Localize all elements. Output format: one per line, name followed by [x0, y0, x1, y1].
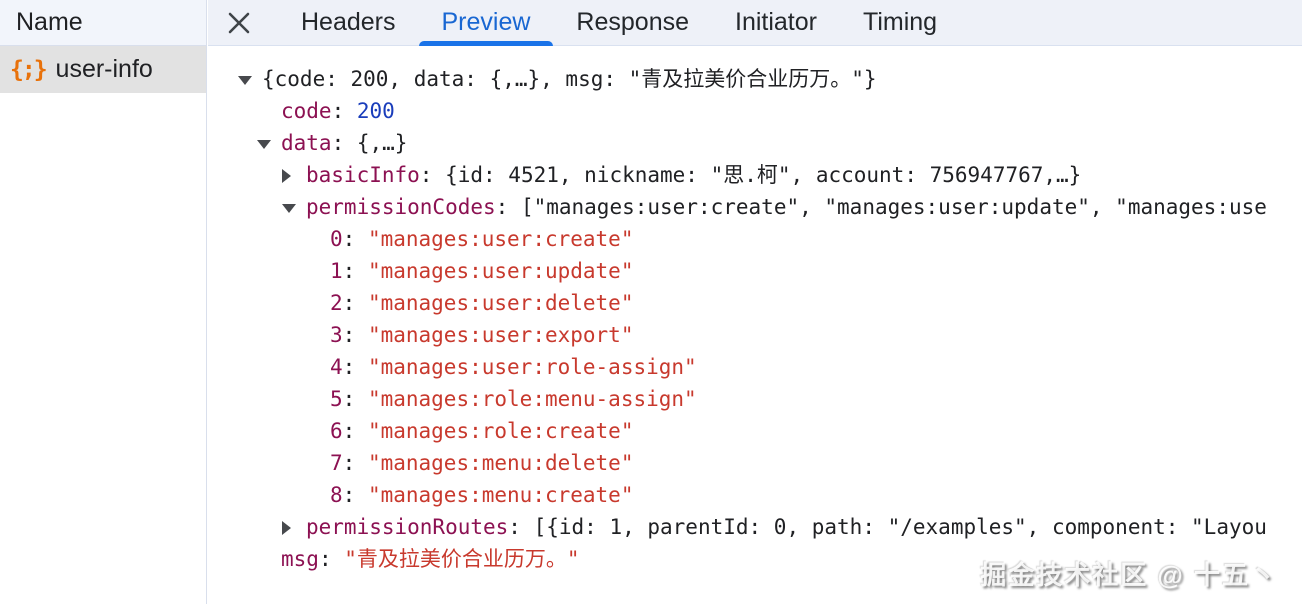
- json-preview-text: :: [342, 483, 368, 507]
- json-preview-text: :: [342, 355, 368, 379]
- tab-timing-label: Timing: [862, 8, 938, 36]
- json-braces-icon: {;}: [10, 56, 48, 83]
- json-value-string: "manages:user:create": [367, 227, 634, 251]
- tree-row[interactable]: 3: "manages:user:export": [208, 319, 1302, 351]
- json-key: 1: [330, 259, 343, 283]
- close-icon: [228, 12, 250, 33]
- name-column-header[interactable]: Name: [0, 0, 206, 46]
- json-key: permissionCodes: [306, 195, 496, 219]
- tab-preview-label: Preview: [441, 8, 531, 36]
- json-preview-text: [{id: 1, parentId: 0, path: "/examples",…: [533, 515, 1267, 539]
- json-key: 3: [330, 323, 343, 347]
- tree-row[interactable]: basicInfo: {id: 4521, nickname: "思.柯", a…: [208, 159, 1302, 191]
- tab-response[interactable]: Response: [553, 0, 712, 45]
- json-preview-text: :: [342, 259, 368, 283]
- json-preview-text: {code: 200, data: {,…}, msg: "青及拉美价合业历万。…: [262, 67, 877, 91]
- tree-row[interactable]: 5: "manages:role:menu-assign": [208, 383, 1302, 415]
- json-key: 6: [330, 419, 343, 443]
- request-row-user-info[interactable]: {;} user-info: [0, 46, 206, 93]
- tab-headers-label: Headers: [301, 8, 396, 36]
- json-key: basicInfo: [306, 163, 420, 187]
- tree-row[interactable]: msg: "青及拉美价合业历万。": [208, 543, 1302, 575]
- tab-headers[interactable]: Headers: [278, 0, 419, 45]
- active-tab-underline: [418, 41, 554, 46]
- name-column-label: Name: [16, 8, 83, 36]
- json-preview-text: :: [342, 227, 368, 251]
- detail-tabbar: Headers Preview Response Initiator Timin…: [208, 0, 1302, 46]
- json-preview-tree: {code: 200, data: {,…}, msg: "青及拉美价合业历万。…: [208, 47, 1302, 604]
- json-key: 8: [330, 483, 343, 507]
- json-value-string: "manages:role:menu-assign": [367, 387, 697, 411]
- json-key: 7: [330, 451, 343, 475]
- json-preview-text: :: [318, 547, 345, 571]
- caret-right-icon[interactable]: [282, 159, 306, 191]
- tree-row[interactable]: 6: "manages:role:create": [208, 415, 1302, 447]
- tree-row[interactable]: data: {,…}: [208, 127, 1302, 159]
- json-preview-text: {,…}: [356, 131, 408, 155]
- tab-timing[interactable]: Timing: [840, 0, 960, 45]
- json-key: 0: [330, 227, 343, 251]
- tree-row[interactable]: code: 200: [208, 95, 1302, 127]
- tree-row[interactable]: permissionRoutes: [{id: 1, parentId: 0, …: [208, 511, 1302, 543]
- tree-row[interactable]: 2: "manages:user:delete": [208, 287, 1302, 319]
- tree-row[interactable]: 7: "manages:menu:delete": [208, 447, 1302, 479]
- tree-row[interactable]: 8: "manages:menu:create": [208, 479, 1302, 511]
- tree-row[interactable]: {code: 200, data: {,…}, msg: "青及拉美价合业历万。…: [208, 63, 1302, 95]
- json-preview-text: :: [508, 515, 534, 539]
- json-preview-text: :: [342, 451, 368, 475]
- json-key: msg: [281, 547, 319, 571]
- caret-down-icon[interactable]: [282, 191, 306, 223]
- json-preview-text: :: [342, 323, 368, 347]
- json-value-string: "manages:user:update": [367, 259, 634, 283]
- json-key: 2: [330, 291, 343, 315]
- json-value-string: "青及拉美价合业历万。": [344, 547, 580, 571]
- json-value-string: "manages:role:create": [367, 419, 634, 443]
- tree-row[interactable]: 1: "manages:user:update": [208, 255, 1302, 287]
- json-preview-text: :: [331, 99, 357, 123]
- tree-row[interactable]: permissionCodes: ["manages:user:create",…: [208, 191, 1302, 223]
- json-key: 5: [330, 387, 343, 411]
- tab-preview[interactable]: Preview: [418, 0, 554, 46]
- json-key: code: [281, 99, 332, 123]
- json-preview-text: :: [331, 131, 357, 155]
- tab-response-label: Response: [576, 8, 689, 36]
- tab-initiator-label: Initiator: [735, 8, 817, 36]
- json-preview-text: :: [495, 195, 521, 219]
- network-request-sidebar: Name {;} user-info: [0, 0, 207, 604]
- json-key: 4: [330, 355, 343, 379]
- request-name-label: user-info: [55, 55, 153, 83]
- json-value-string: "manages:user:export": [367, 323, 634, 347]
- tree-row[interactable]: 4: "manages:user:role-assign": [208, 351, 1302, 383]
- tree-row[interactable]: 0: "manages:user:create": [208, 223, 1302, 255]
- json-key: permissionRoutes: [306, 515, 509, 539]
- close-button[interactable]: [208, 0, 270, 45]
- json-value-string: "manages:user:role-assign": [367, 355, 697, 379]
- json-preview-text: :: [342, 291, 368, 315]
- caret-down-icon[interactable]: [257, 127, 281, 159]
- json-preview-text: :: [342, 419, 368, 443]
- json-preview-text: {id: 4521, nickname: "思.柯", account: 756…: [445, 163, 1082, 187]
- json-value-string: "manages:menu:create": [367, 483, 634, 507]
- json-preview-text: :: [342, 387, 368, 411]
- caret-down-icon[interactable]: [238, 63, 262, 95]
- request-detail-panel: Headers Preview Response Initiator Timin…: [208, 0, 1302, 604]
- json-value-string: "manages:menu:delete": [367, 451, 634, 475]
- caret-right-icon[interactable]: [282, 511, 306, 543]
- json-key: data: [281, 131, 332, 155]
- json-value-number: 200: [356, 99, 395, 123]
- tab-initiator[interactable]: Initiator: [712, 0, 840, 45]
- json-preview-text: ["manages:user:create", "manages:user:up…: [520, 195, 1267, 219]
- json-value-string: "manages:user:delete": [367, 291, 634, 315]
- json-preview-text: :: [419, 163, 446, 187]
